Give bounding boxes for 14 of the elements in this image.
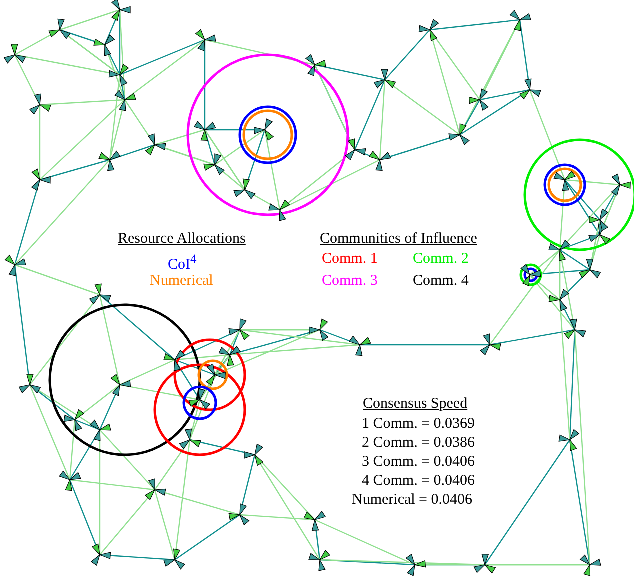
speed-value: Numerical = 0.0406 [352, 491, 473, 509]
speed-value: 2 Comm. = 0.0386 [362, 434, 476, 452]
legend-label: Comm. 4 [413, 272, 469, 290]
heading: Communities of Influence [320, 230, 478, 248]
legend-label: Comm. 1 [322, 250, 378, 268]
legend-label: CoI$^{4}$ [168, 251, 197, 274]
speed-value: 4 Comm. = 0.0406 [362, 472, 476, 490]
heading: Consensus Speed [363, 395, 468, 413]
heading: Resource Allocations [118, 230, 246, 248]
legend-label: Numerical [150, 272, 214, 290]
speed-value: 1 Comm. = 0.0369 [362, 415, 476, 433]
legend-label: Comm. 3 [322, 272, 378, 290]
legend-label: Comm. 2 [413, 250, 469, 268]
speed-value: 3 Comm. = 0.0406 [362, 453, 476, 471]
